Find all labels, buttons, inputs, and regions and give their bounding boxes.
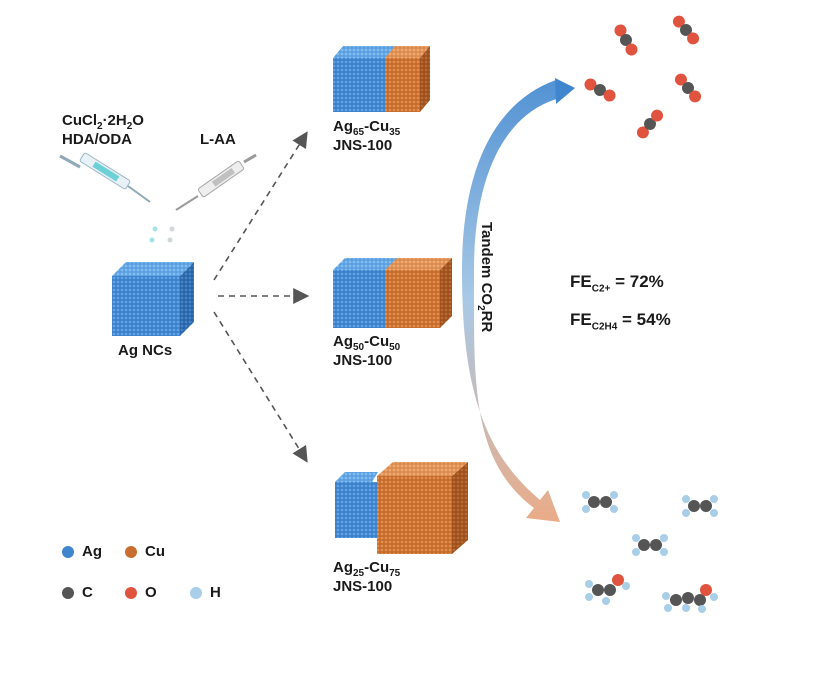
cu-legend-label: Cu [145, 543, 165, 560]
o-legend-swatch [125, 587, 137, 599]
syringe-right-icon [167, 153, 257, 243]
h-legend-swatch [190, 587, 202, 599]
syringe-left-icon [59, 152, 158, 243]
product-label-3: Ag25-Cu75 [333, 559, 401, 579]
product-label-1: Ag65-Cu35 [333, 118, 401, 138]
tandem-co2rr-label: Tandem CO2RR [475, 222, 495, 333]
reagent-hda-oda-label: HDA/ODA [62, 131, 132, 148]
c-legend-label: C [82, 584, 93, 601]
co2-molecules [584, 15, 702, 139]
janus-cube-2 [333, 258, 452, 328]
c2-product-molecules [582, 491, 718, 613]
janus-cube-3 [335, 462, 468, 554]
h-legend-label: H [210, 584, 221, 601]
product-jns-3: JNS-100 [333, 578, 393, 595]
product-label-2: Ag50-Cu50 [333, 333, 401, 353]
o-legend-label: O [145, 584, 157, 601]
seed-label: Ag NCs [118, 342, 173, 359]
cu-legend-swatch [125, 546, 137, 558]
ag-legend-label: Ag [82, 543, 102, 560]
dashed-arrows [213, 131, 310, 463]
ag-legend-swatch [62, 546, 74, 558]
ag-nanocube [112, 262, 194, 336]
janus-cube-1 [333, 46, 430, 112]
product-jns-2: JNS-100 [333, 352, 393, 369]
fe-c2plus-label: FEC2+ = 72% [570, 272, 664, 295]
fe-c2h4-label: FEC2H4 = 54% [570, 310, 671, 333]
reagent-laa-label: L-AA [200, 131, 236, 148]
c-legend-swatch [62, 587, 74, 599]
tandem-arrow [462, 78, 575, 522]
reagent-cucl2-label: CuCl2·2H2O [62, 112, 144, 132]
product-jns-1: JNS-100 [333, 137, 393, 154]
